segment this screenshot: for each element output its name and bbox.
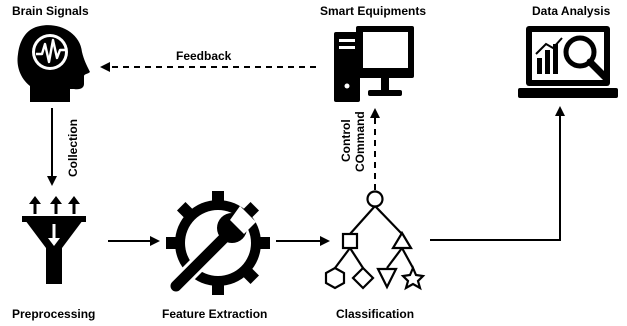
edge-label-control: Control [339, 119, 353, 162]
node-label-preprocessing: Preprocessing [12, 307, 96, 321]
node-label-classification: Classification [336, 307, 415, 321]
analytics-monitor-icon [518, 26, 618, 98]
filter-funnel-icon [22, 196, 86, 284]
arrow-to-data-analysis [430, 106, 565, 241]
edge-label-feedback: Feedback [176, 49, 232, 63]
node-label-data-analysis: Data Analysis [532, 4, 611, 18]
node-label-smart-equipments: Smart Equipments [320, 4, 427, 18]
edge-label-command: COmmand [353, 111, 367, 172]
node-label-feature-extraction: Feature Extraction [162, 307, 268, 321]
computer-icon [334, 26, 414, 102]
classification-tree-icon [324, 190, 426, 291]
brain-head-icon [17, 25, 90, 103]
wrench-gear-icon [166, 191, 270, 295]
node-label-brain-signals: Brain Signals [12, 4, 89, 18]
edge-label-collection: Collection [66, 118, 80, 177]
